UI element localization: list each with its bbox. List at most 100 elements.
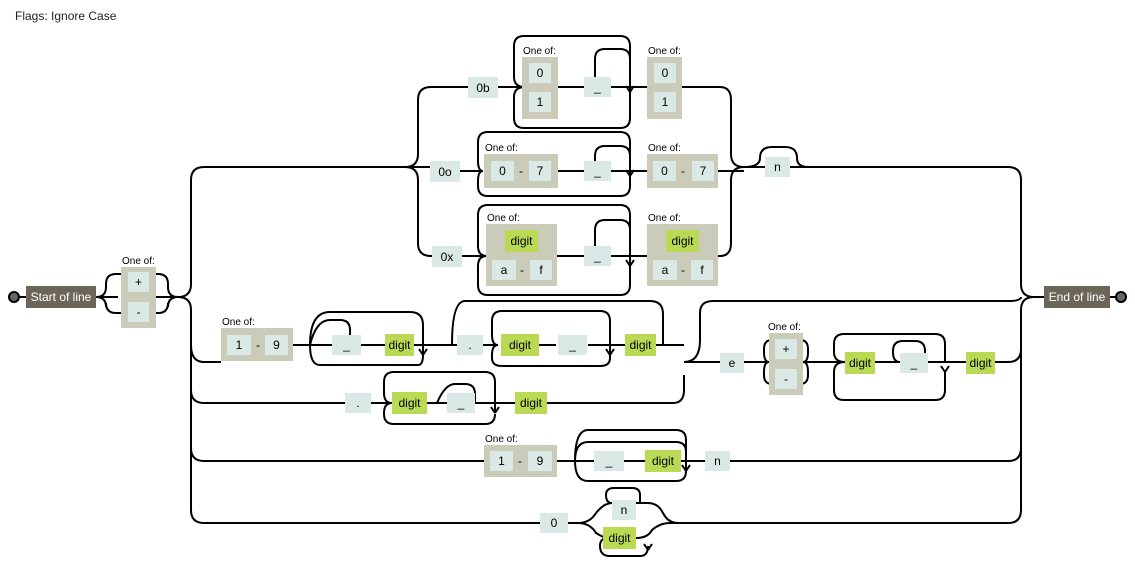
literal-0-text: 0: [661, 164, 668, 178]
start-anchor: Start of line: [8, 286, 96, 308]
literal-n-text: n: [621, 503, 628, 517]
literal-0-text: 0: [551, 516, 558, 530]
escape-digit-text: digit: [652, 454, 675, 468]
literal-0b-text: 0b: [476, 81, 490, 95]
escape-digit-text: digit: [629, 338, 652, 352]
range-dash: -: [681, 164, 685, 178]
literal-1: [490, 451, 513, 471]
literal-0: [491, 161, 514, 181]
one-of-label: One of:: [523, 46, 556, 57]
escape-digit: [966, 352, 995, 374]
one-of-label: One of:: [485, 434, 518, 445]
octal-branch: 0o One of: 0 - 7 _ One of: 0 - 7: [430, 143, 718, 188]
escape-digit: [845, 352, 875, 374]
escape-digit: [603, 527, 636, 549]
literal-9-text: 9: [273, 338, 280, 352]
start-of-line-box: [26, 286, 96, 308]
literal-dot-text: .: [356, 396, 359, 410]
literal-0b: [468, 77, 498, 98]
literal-a: [653, 260, 677, 280]
exponent-branch: e One of: + - digit _ digit: [720, 322, 995, 395]
literal-f: [530, 260, 552, 280]
literal-underscore: [558, 335, 587, 355]
literal-underscore-text: _: [910, 356, 918, 370]
literal-n: [612, 500, 636, 520]
range-dash: -: [519, 164, 523, 178]
escape-digit-text: digit: [671, 234, 694, 248]
one-of-label: One of:: [222, 317, 255, 328]
range-dash: -: [681, 263, 685, 277]
literal-underscore: [584, 246, 611, 266]
range-dash: -: [520, 263, 524, 277]
literal-plus: [128, 272, 149, 292]
literal-1-text: 1: [537, 95, 544, 109]
hex-branch: 0x One of: digit a - f _ One of: digit a…: [432, 213, 718, 286]
literal-1: [227, 335, 251, 355]
one-of-label: One of:: [122, 256, 155, 267]
literal-e-text: e: [729, 356, 736, 370]
literal-underscore-text: _: [593, 249, 601, 263]
literal-dot: [457, 335, 483, 355]
escape-digit-text: digit: [388, 338, 411, 352]
literal-a-text: a: [662, 263, 669, 277]
binary-branch: 0b One of: 0 1 _ One of: 0 1: [468, 46, 682, 119]
literal-dot: [345, 393, 371, 413]
literal-e: [720, 353, 744, 373]
literal-n: [765, 157, 790, 177]
literal-n: [705, 451, 730, 471]
literal-0-text: 0: [662, 66, 669, 80]
escape-digit-text: digit: [510, 234, 533, 248]
literal-underscore-text: _: [593, 164, 601, 178]
literal-1-text: 1: [662, 95, 669, 109]
range-dash: -: [518, 454, 522, 468]
literal-0: [529, 63, 551, 83]
literal-0o: [430, 161, 460, 182]
one-of-label: One of:: [648, 213, 681, 224]
literal-9: [265, 335, 288, 355]
one-of-label: One of:: [485, 143, 518, 154]
literal-underscore-text: _: [342, 338, 350, 352]
literal-plus: [775, 339, 797, 359]
bigint-suffix: n: [765, 157, 790, 177]
one-of-label: One of:: [768, 322, 801, 333]
end-of-line-label: End of line: [1049, 290, 1106, 304]
literal-0-text: 0: [537, 66, 544, 80]
escape-digit-text: digit: [398, 396, 421, 410]
literal-7-text: 7: [700, 164, 707, 178]
literal-0: [540, 513, 568, 533]
literal-underscore: [900, 353, 928, 373]
literal-n-text: n: [714, 454, 721, 468]
literal-0-text: 0: [499, 164, 506, 178]
literal-underscore-text: _: [605, 454, 613, 468]
literal-plus-text: +: [135, 275, 142, 289]
literal-plus-text: +: [782, 342, 789, 356]
escape-digit: [666, 230, 699, 252]
escape-digit: [515, 392, 547, 414]
start-terminal-icon: [8, 291, 20, 303]
literal-underscore: [332, 335, 361, 355]
literal-minus: [128, 302, 149, 322]
literal-underscore-text: _: [593, 80, 601, 94]
escape-digit-text: digit: [520, 396, 543, 410]
one-of-label: One of:: [648, 46, 681, 57]
literal-n-text: n: [774, 160, 781, 174]
integer-bigint-branch: One of: 1 - 9 _ digit n: [484, 434, 730, 477]
literal-f: [691, 260, 713, 280]
literal-1: [529, 92, 551, 112]
one-of-label: One of:: [648, 143, 681, 154]
one-of-label: One of:: [487, 213, 520, 224]
literal-0o-text: 0o: [438, 165, 452, 179]
zero-branch: 0 n digit: [540, 500, 636, 549]
literal-9-text: 9: [537, 454, 544, 468]
decimal-branch: One of: 1 - 9 _ digit . digit _ digit: [221, 317, 656, 361]
literal-underscore-text: _: [457, 396, 465, 410]
escape-digit: [505, 230, 538, 252]
literal-0x-text: 0x: [441, 250, 454, 264]
escape-digit-text: digit: [849, 356, 872, 370]
flags-label: Flags: Ignore Case: [15, 9, 117, 23]
connection-wires: [20, 35, 1116, 557]
literal-7-text: 7: [537, 164, 544, 178]
literal-underscore: [584, 161, 611, 181]
literal-dot-text: .: [468, 338, 471, 352]
literal-minus-text: -: [784, 372, 788, 386]
